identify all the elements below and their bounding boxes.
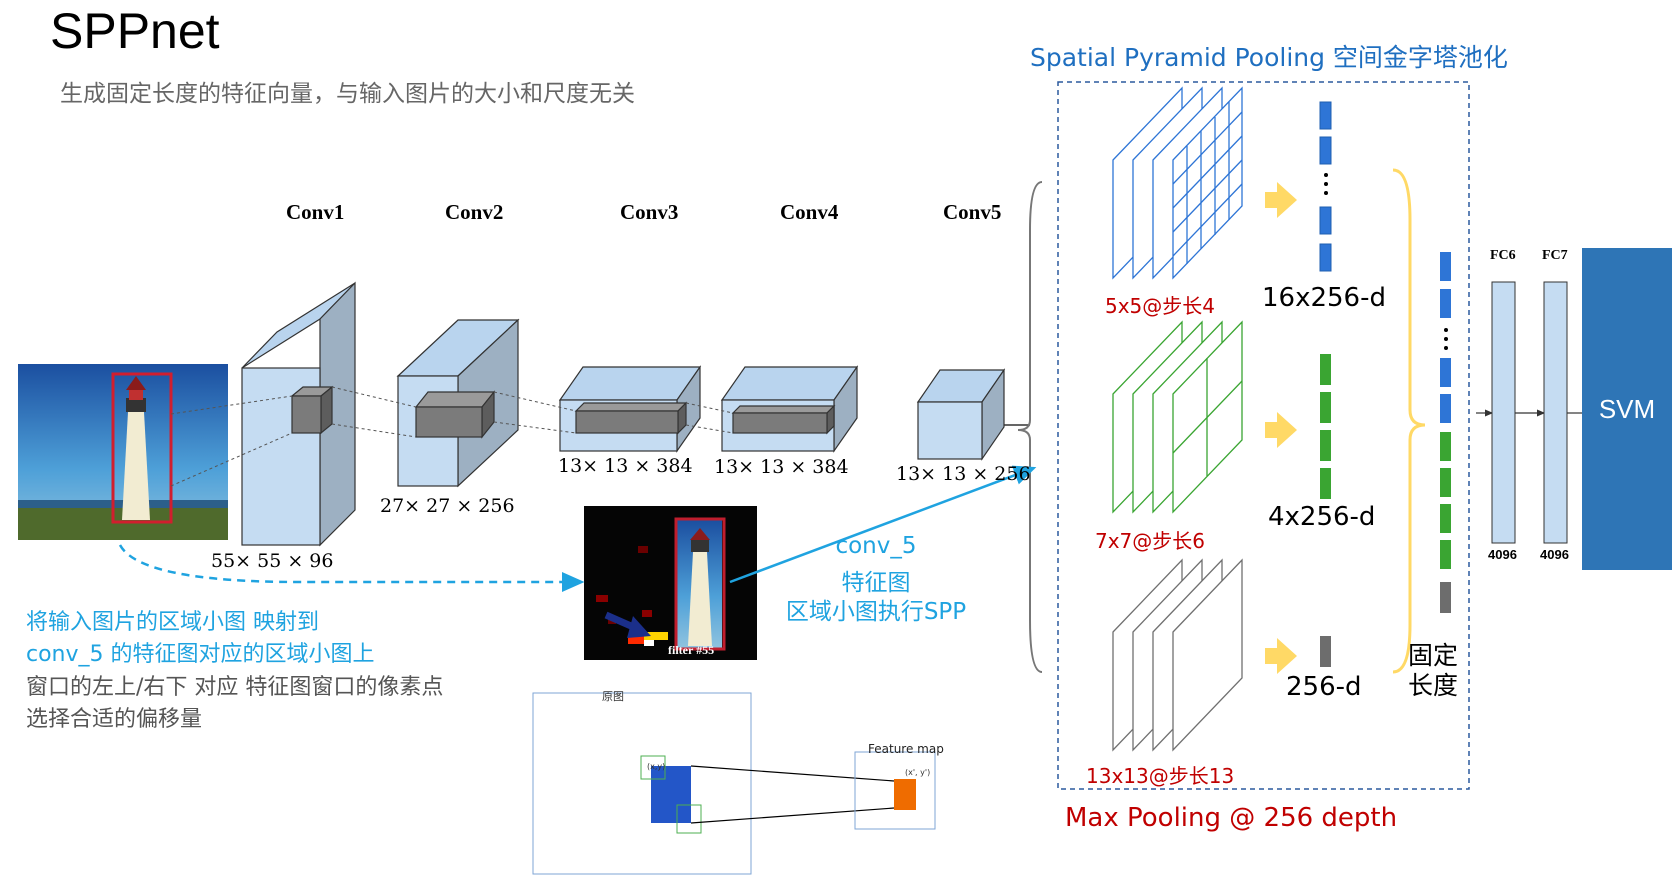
conv1-dim: 55× 55 × 96 xyxy=(211,550,334,572)
vector-4x256 xyxy=(1320,354,1331,499)
fc7-label: FC7 xyxy=(1542,248,1568,263)
mapping-diagram xyxy=(532,692,936,875)
feature-map-label: Feature map xyxy=(868,742,944,756)
conv3-block xyxy=(558,365,702,453)
out-label-16x256: 16x256-d xyxy=(1262,283,1386,313)
conv4-dim: 13× 13 × 384 xyxy=(714,456,849,478)
conv3-label: Conv3 xyxy=(620,200,679,224)
feature-map-image xyxy=(584,506,757,660)
note-conv5-line3: 区域小图执行SPP xyxy=(785,599,967,625)
conv5-block xyxy=(916,368,1006,461)
region-box xyxy=(111,372,173,524)
xy-prime-label: (x', y') xyxy=(905,768,931,777)
svm-block: SVM xyxy=(1582,248,1672,570)
projection-lines xyxy=(170,386,734,487)
spp-title: Spatial Pyramid Pooling 空间金字塔池化 xyxy=(1030,43,1508,72)
ellipsis-1 xyxy=(1324,173,1328,195)
out-label-4x256: 4x256-d xyxy=(1268,502,1376,532)
grid-label-13x13: 13x13@步长13 xyxy=(1086,764,1235,788)
grid-label-7x7: 7x7@步长6 xyxy=(1095,529,1206,553)
right-brace xyxy=(1392,168,1426,674)
fc7-layer xyxy=(1543,281,1568,544)
note-corner-line2: 选择合适的偏移量 xyxy=(26,707,203,732)
mapping-arrow xyxy=(118,544,585,592)
note-corner-line1: 窗口的左上/右下 对应 特征图窗口的像素点 xyxy=(26,675,444,700)
grid-5x5-stack xyxy=(1112,86,1243,280)
out-label-256: 256-d xyxy=(1286,672,1362,702)
max-pooling-label: Max Pooling @ 256 depth xyxy=(1065,803,1398,833)
fc6-layer xyxy=(1491,281,1516,544)
note-map-line1: 将输入图片的区域小图 映射到 xyxy=(26,610,319,635)
to-conv5-arrow xyxy=(729,465,1037,584)
input-image xyxy=(18,364,228,540)
vector-256 xyxy=(1320,636,1331,667)
conv4-label: Conv4 xyxy=(780,200,839,224)
yellow-arrows xyxy=(1265,182,1297,674)
fc7-size: 4096 xyxy=(1540,547,1569,562)
page-subtitle: 生成固定长度的特征向量，与输入图片的大小和尺度无关 xyxy=(60,81,635,107)
conv3-dim: 13× 13 × 384 xyxy=(558,455,693,477)
conv2-dim: 27× 27 × 256 xyxy=(380,495,515,517)
left-brace xyxy=(1017,181,1043,673)
fc6-size: 4096 xyxy=(1488,547,1517,562)
conv2-block xyxy=(396,318,520,488)
fixed-length-label-1: 固定 xyxy=(1408,641,1459,670)
conv1-label: Conv1 xyxy=(286,200,345,224)
fixed-length-label-2: 长度 xyxy=(1408,671,1459,700)
grid-7x7-stack xyxy=(1112,320,1243,514)
grid-13x13-stack xyxy=(1112,558,1243,752)
conv4-block xyxy=(720,365,859,453)
note-map-line2: conv_5 的特征图对应的区域小图上 xyxy=(26,642,375,667)
conv1-block xyxy=(241,281,356,547)
conv5-dim: 13× 13 × 256 xyxy=(896,463,1031,485)
note-conv5-line1: conv_5 xyxy=(835,533,917,559)
xy-label: (x,y) xyxy=(647,762,666,771)
original-image-label: 原图 xyxy=(602,690,624,703)
conv5-label: Conv5 xyxy=(943,200,1002,224)
conv2-label: Conv2 xyxy=(445,200,504,224)
note-conv5-line2: 特征图 xyxy=(841,570,911,596)
fixed-length-vector xyxy=(1440,252,1451,613)
grid-label-5x5: 5x5@步长4 xyxy=(1105,294,1216,318)
vector-16x256 xyxy=(1319,101,1332,272)
spp-box xyxy=(1057,81,1470,790)
fc6-label: FC6 xyxy=(1490,248,1516,263)
feature-image-caption: filter #55 xyxy=(668,643,715,657)
page-title: SPPnet xyxy=(50,3,220,59)
